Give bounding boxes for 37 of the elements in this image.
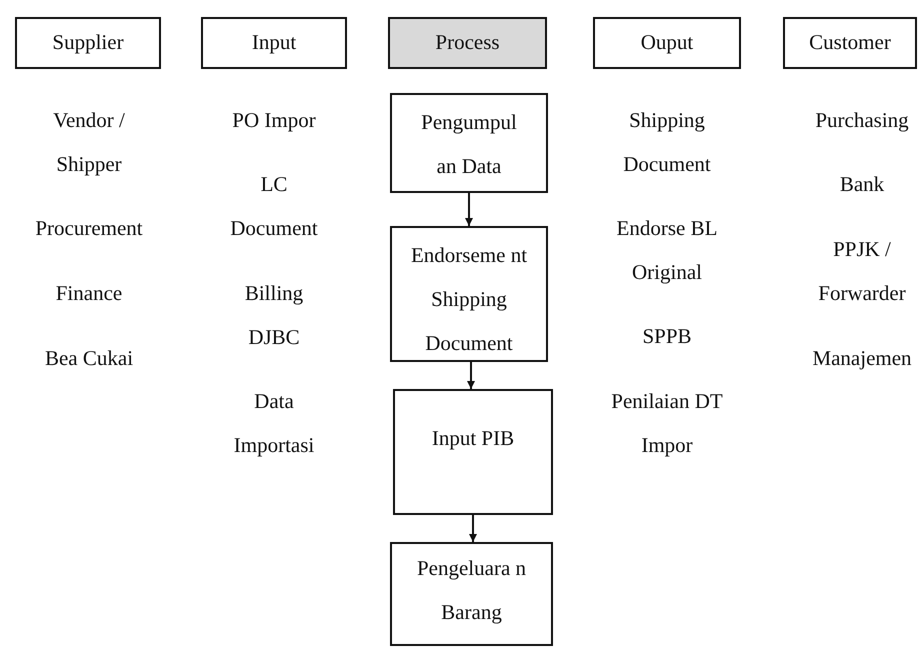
column-header-box [15, 17, 161, 69]
process-box [390, 542, 553, 646]
process-box [390, 93, 548, 193]
list-item-text: PO Impor [231, 107, 317, 134]
list-item-text: SPPB [641, 323, 693, 350]
list-item-text: Penilaian DT Impor [610, 388, 724, 459]
process-box [393, 389, 553, 515]
list-item-text: Data Importasi [232, 388, 316, 459]
box-text: Process [434, 30, 501, 56]
column-header-box [783, 17, 917, 69]
column-header-box [201, 17, 347, 69]
process-box [390, 226, 548, 362]
box-text: Endorseme nt Shipping Document [410, 242, 528, 357]
list-item-text: PPJK / Forwarder [817, 236, 907, 307]
list-item-text: Bank [838, 171, 886, 198]
list-item-text: Purchasing [814, 107, 910, 134]
box-text: Ouput [640, 30, 694, 56]
list-item-text: Manajemen [811, 345, 913, 372]
list-item-text: Shipping Document [622, 107, 712, 178]
box-text: Pengeluara n Barang [416, 555, 528, 626]
box-text: Input [250, 30, 298, 56]
list-item-text: Endorse BL Original [616, 215, 718, 286]
column-header-box [593, 17, 741, 69]
list-item-text: Finance [54, 280, 124, 307]
box-text: Customer [808, 30, 892, 56]
arrow [467, 362, 475, 389]
list-item-text: LC Document [229, 171, 319, 242]
arrow [465, 193, 473, 226]
arrow [469, 515, 477, 542]
list-item-text: Procurement [34, 215, 144, 242]
column-header-box [388, 17, 547, 69]
list-item-text: Bea Cukai [44, 345, 134, 372]
list-item-text: Billing DJBC [244, 280, 304, 351]
box-text: Input PIB [430, 425, 516, 452]
box-text: Supplier [51, 30, 125, 56]
list-item-text: Vendor / Shipper [52, 107, 126, 178]
box-text: Pengumpul an Data [420, 109, 518, 180]
